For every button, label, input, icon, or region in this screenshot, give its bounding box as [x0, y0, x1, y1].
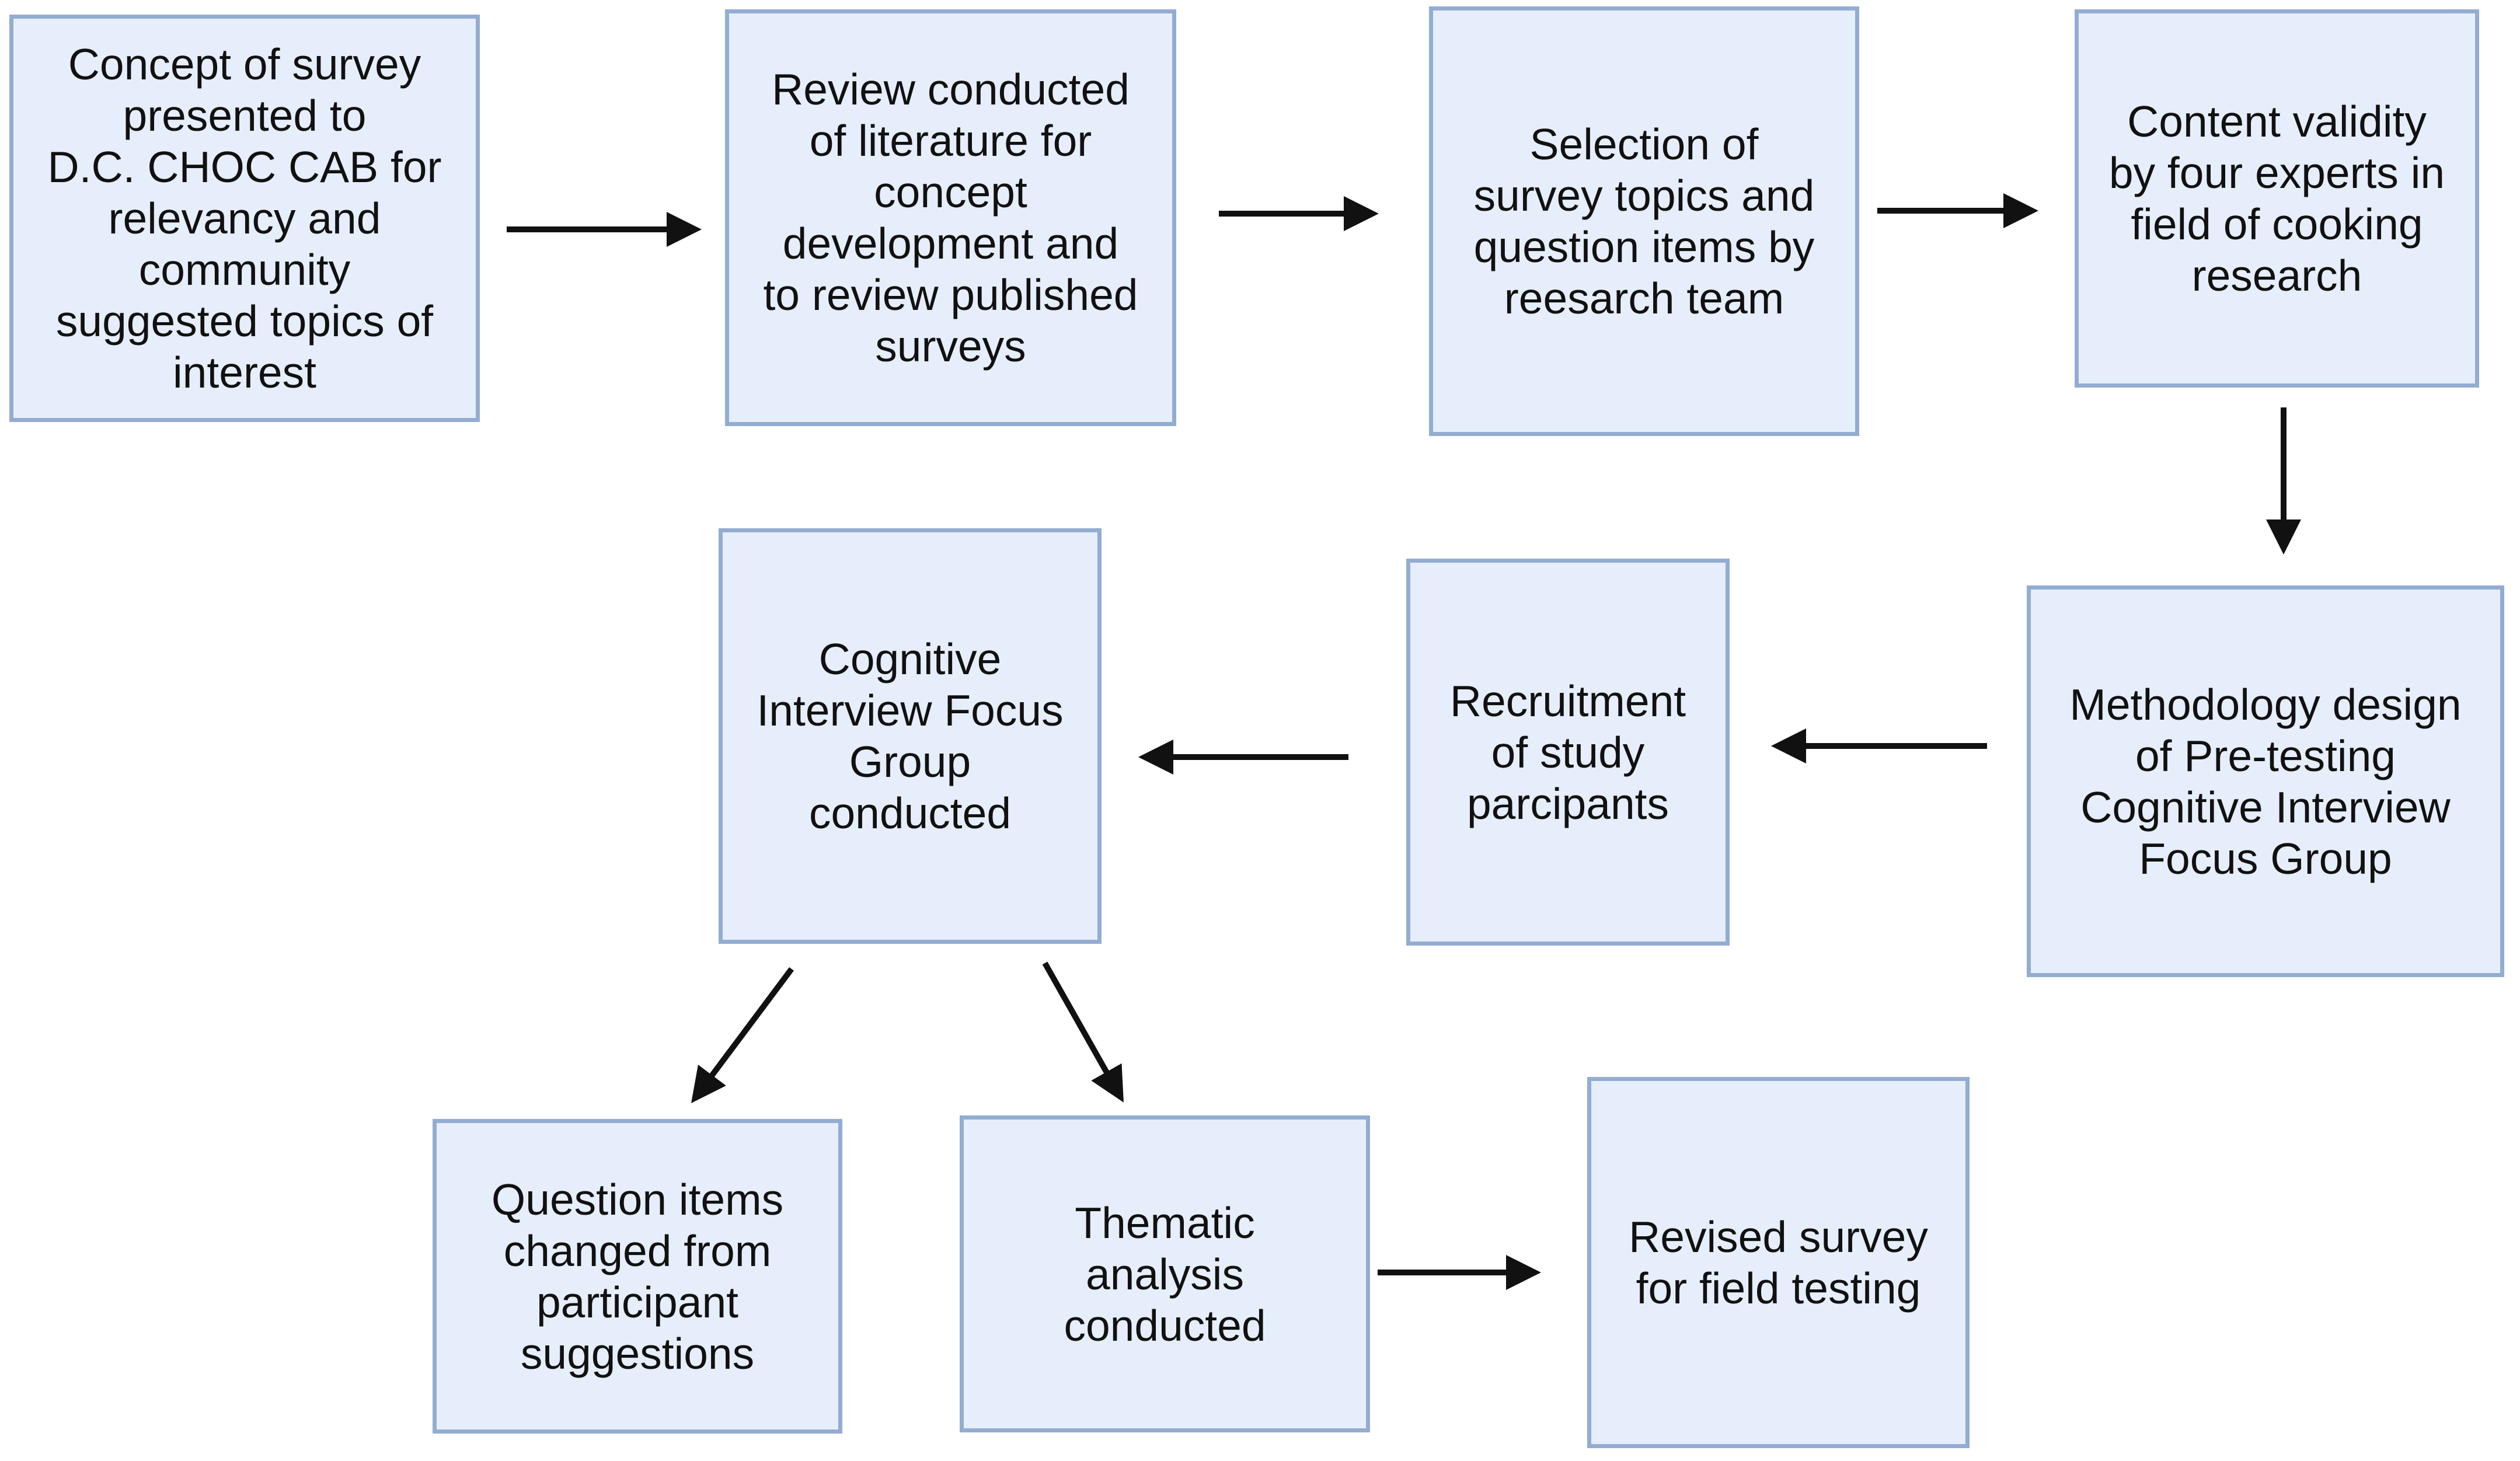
arrow-step7-to-step9 — [1042, 961, 1124, 1103]
step-methodology-design: Methodology design of Pre-testing Cognit… — [2027, 585, 2504, 977]
step-literature-review: Review conducted of literature for conce… — [725, 9, 1176, 426]
step-concept-presented-to-cab: Concept of survey presented to D.C. CHOC… — [9, 15, 480, 422]
arrow-step7-to-step8 — [691, 967, 794, 1104]
step-focus-group-conducted: Cognitive Interview Focus Group conducte… — [719, 528, 1102, 944]
step-question-items-changed: Question items changed from participant … — [433, 1119, 842, 1434]
step-thematic-analysis: Thematic analysis conducted — [960, 1115, 1370, 1432]
step-recruitment: Recruitment of study parcipants — [1406, 559, 1730, 946]
step-selection-of-topics: Selection of survey topics and question … — [1429, 6, 1859, 436]
step-revised-survey: Revised survey for field testing — [1587, 1077, 1970, 1448]
step-content-validity: Content validity by four experts in fiel… — [2075, 9, 2479, 388]
